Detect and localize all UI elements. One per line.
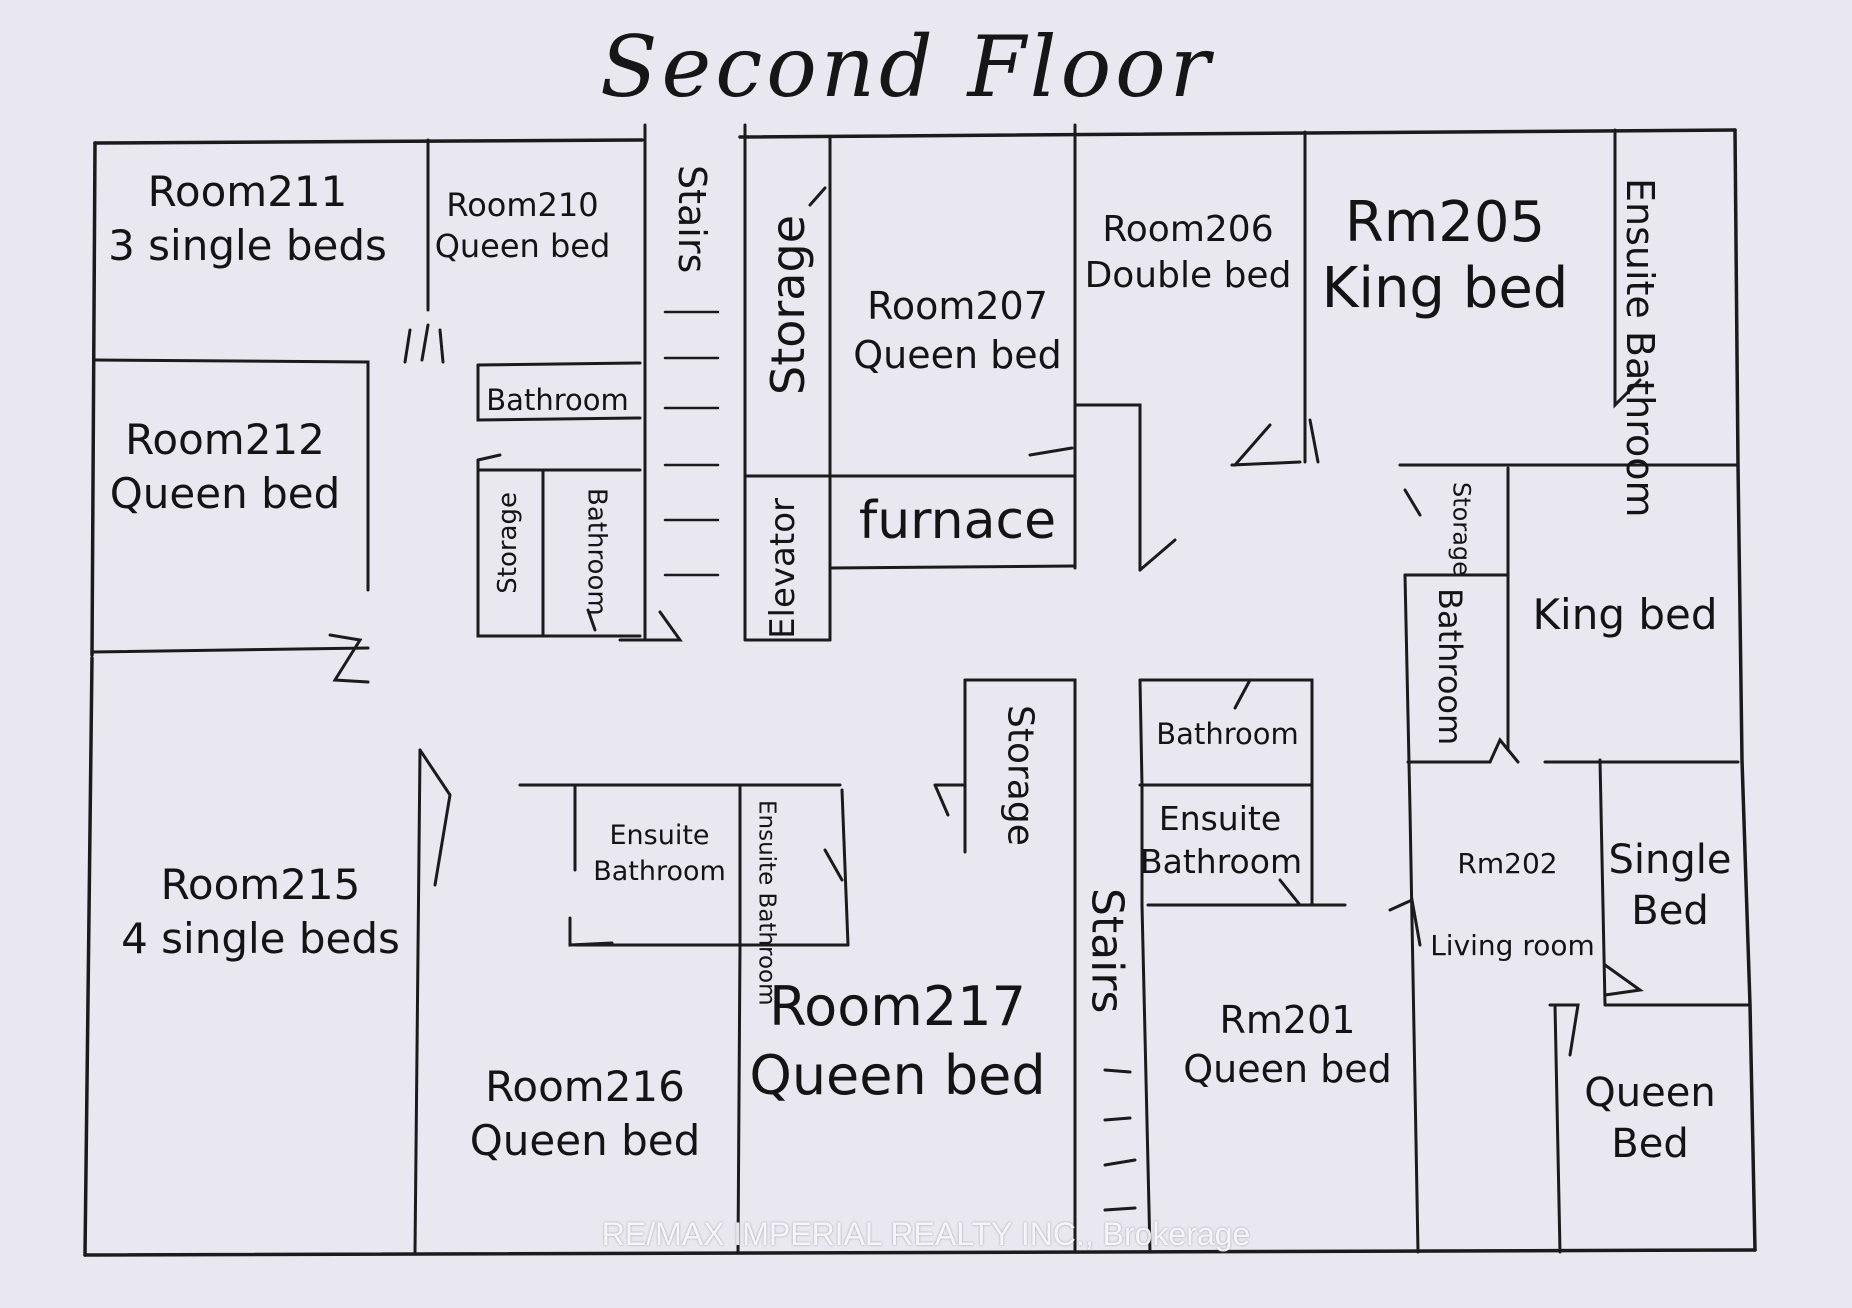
southcentral-walls [933,678,1347,1254]
room216-label: Room216 Queen bed [469,1062,701,1165]
room210-label: Room210 Queen bed [434,186,611,265]
room217-label: Room217 Queen bed [749,975,1046,1108]
storage-small-label: Storage [493,492,523,594]
northwest-walls [90,123,1077,654]
northeast-walls [1073,128,1740,812]
room211-label: Room211 3 single beds [108,167,387,270]
room215-label: Room215 4 single beds [121,860,400,963]
plan-title: Second Floor [600,18,1214,116]
bathroom-201-label: Bathroom [1156,717,1299,751]
ensuite-217-label: Ensuite Bathroom [753,800,780,1006]
room206-label: Room206 Double bed [1084,209,1292,297]
furnace-label: furnace [858,491,1057,551]
stairs-bottom-label: Stairs [1081,888,1133,1014]
southwest-walls [328,633,850,1254]
rm205-label: Rm205 King bed [1321,190,1569,322]
outer-walls [83,128,1757,1257]
brokerage-watermark: RE/MAX IMPERIAL REALTY INC., Brokerage [601,1216,1251,1252]
rm201-label: Rm201 Queen bed [1183,998,1392,1091]
elevator-label: Elevator [763,498,803,639]
stairs-top-label: Stairs [669,165,714,274]
bathroom-210-label: Bathroom [486,383,629,417]
rm202-label: Rm202 [1457,847,1558,880]
living-room-label: Living room [1430,929,1595,962]
king-bed-label: King bed [1532,590,1718,639]
southeast-walls [1388,758,1752,1254]
room207-label: Room207 Queen bed [853,284,1062,377]
ensuite-201-label: Ensuite Bathroom [1140,799,1303,881]
storage-mid-label: Storage [999,705,1041,846]
bathroom-small-label: Bathroom [581,488,612,616]
ensuite-205-label: Ensuite Bathroom [1617,178,1662,518]
room212-label: Room212 Queen bed [109,415,341,518]
single-bed-label: Single Bed [1608,837,1732,935]
storage-top-label: Storage [761,215,815,395]
storage-east-label: Storage [1447,482,1476,576]
stair-treads [663,310,720,577]
queen-bed-se-label: Queen Bed [1584,1070,1716,1168]
bathroom-east-label: Bathroom [1431,588,1470,746]
ensuite-216-label: Ensuite Bathroom [593,820,726,888]
